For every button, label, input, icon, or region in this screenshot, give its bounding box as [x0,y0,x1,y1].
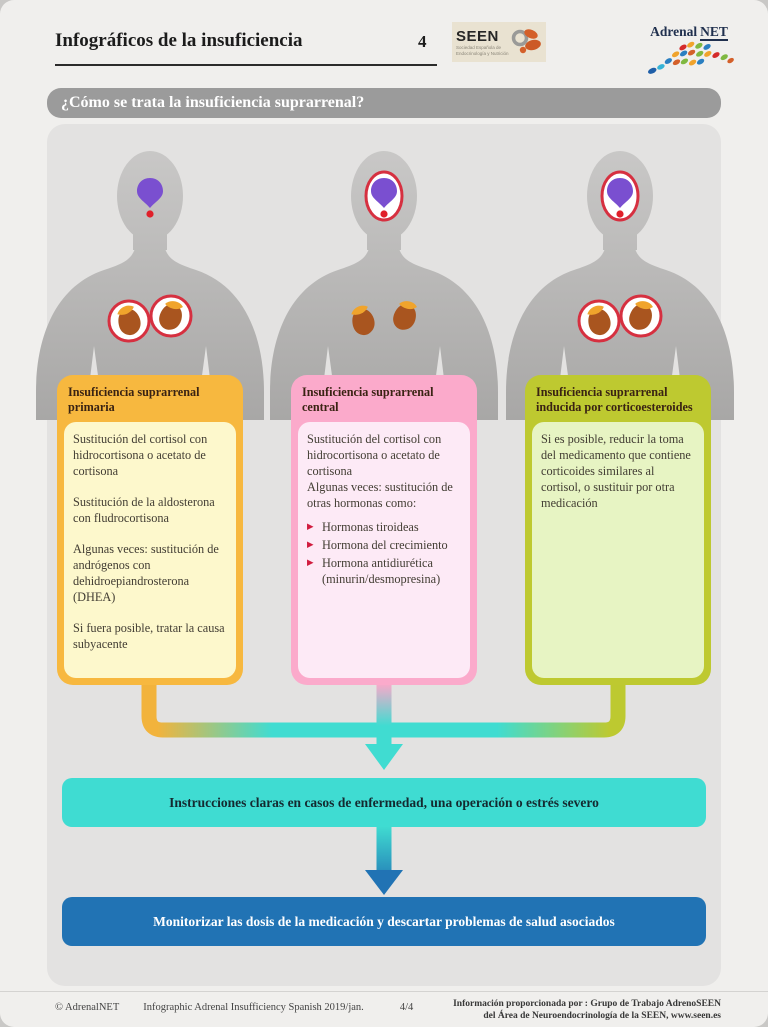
treatment-box-body: Sustitución del cortisol con hidrocortis… [298,421,470,678]
footer-divider [0,991,768,992]
hormone-bullet-text: Hormona del crecimiento [322,537,448,552]
treatment-box-primary: Insuficiencia suprarrenal primaria Susti… [57,375,243,685]
seen-logo-name: SEEN [456,27,499,45]
hormone-bullet-item: ▶ Hormona del crecimiento [307,538,461,554]
bullet-arrow-icon: ▶ [307,539,314,550]
seen-logo-graphic-icon [511,29,541,54]
question-title-bar: ¿Cómo se trata la insuficiencia suprarre… [47,88,721,118]
treatment-paragraph: Sustitución del cortisol con hidrocortis… [73,431,208,478]
page-title: Infográficos de la insuficiencia [55,30,303,51]
adrenalnet-logo-graphic-icon [648,41,734,74]
bullet-arrow-icon: ▶ [307,521,314,532]
footer-provided-by-line1: Información proporcionada por : Grupo de… [453,999,721,1009]
treatment-box-central: Insuficiencia suprarrenal central Sustit… [291,375,477,685]
treatment-box-body: Si es posible, reducir la toma del medic… [532,421,704,678]
monitoring-banner: Monitorizar las dosis de la medicación y… [62,897,706,946]
instructions-banner: Instrucciones claras en casos de enferme… [62,778,706,827]
treatment-box-body: Sustitución del cortisol con hidrocortis… [64,421,236,678]
connector-primary [141,680,384,738]
footer-provided-by: Información proporcionada por : Grupo de… [453,998,721,1023]
treatment-paragraph: Algunas veces: sustitución de andrógenos… [73,541,219,604]
hormone-bullet-text: Hormona antidiurética (minurin/desmopres… [322,555,441,586]
flow-connector [141,680,626,770]
down-arrow-icon [365,826,403,895]
issue-number: 4 [418,32,427,51]
seen-logo-subtext: Sociedad Española de Endocrinología y Nu… [456,44,509,56]
treatment-paragraph: Si es posible, reducir la toma del medic… [541,431,691,510]
treatment-box-title: Insuficiencia suprarrenal central [302,385,434,414]
footer-provided-by-line2: del Área de Neuroendocrinología de la SE… [483,1011,721,1022]
hormone-bullet-item: ▶ Hormona antidiurética (minurin/desmopre… [307,556,461,588]
hormone-bullet-text: Hormonas tiroideas [322,519,419,534]
down-arrowhead-icon [365,744,403,770]
connector-corticosteroid [384,680,626,738]
treatment-box-corticosteroid: Insuficiencia suprarrenal inducida por c… [525,375,711,685]
footer-page-number: 4/4 [399,1002,414,1013]
treatment-box-title: Insuficiencia suprarrenal inducida por c… [536,385,693,414]
treatment-paragraph: Si fuera posible, tratar la causa subyac… [73,620,225,651]
footer-copyright: © AdrenalNET [55,1002,120,1013]
seen-logo: SEEN Sociedad Española de Endocrinología… [452,22,546,62]
treatment-box-title: Insuficiencia suprarrenal primaria [68,385,200,414]
treatment-paragraph: Sustitución de la aldosterona con fludro… [73,494,215,525]
treatment-paragraph: Algunas veces: sustitución de otras horm… [307,479,453,510]
footer-doc-label: Infographic Adrenal Insufficiency Spanis… [143,1002,364,1013]
hormone-bullet-list: ▶ Hormonas tiroideas ▶ Hormona del crecimi… [307,520,461,588]
treatment-paragraph: Sustitución del cortisol con hidrocortis… [307,431,442,478]
hormone-bullet-item: ▶ Hormonas tiroideas [307,520,461,536]
bullet-arrow-icon: ▶ [307,557,314,568]
header-rule [55,64,437,66]
